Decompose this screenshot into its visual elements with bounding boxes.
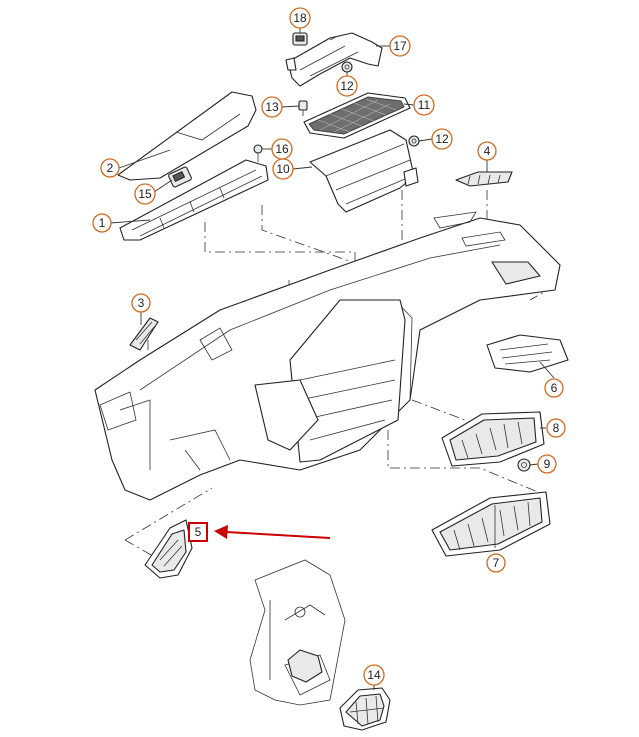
svg-text:5: 5 [195,525,202,539]
svg-text:13: 13 [265,100,279,114]
callout-4: 4 [477,141,497,161]
callout-2: 2 [100,158,120,178]
callout-15: 15 [134,183,156,205]
callout-16: 16 [271,138,293,160]
svg-text:4: 4 [484,144,491,158]
part-18-clip [292,32,308,46]
svg-text:6: 6 [551,381,558,395]
callout-6: 6 [544,378,564,398]
callout-12-right: 12 [431,128,453,150]
svg-text:10: 10 [276,162,290,176]
highlight-arrow [214,525,331,539]
part-9-nut [517,458,531,472]
callout-5-highlighted: 5 [188,522,208,542]
callout-1: 1 [92,213,112,233]
part-13-screw [298,100,308,116]
callout-14: 14 [363,664,385,686]
svg-text:17: 17 [393,39,407,53]
svg-text:11: 11 [418,98,431,112]
callout-10: 10 [272,158,294,180]
svg-text:16: 16 [275,142,289,156]
part-12-nut-top [341,61,353,73]
svg-text:1: 1 [99,216,106,230]
part-2-cover-panel [117,91,257,181]
svg-text:12: 12 [340,79,354,93]
svg-text:14: 14 [367,668,381,682]
svg-text:7: 7 [493,556,500,570]
part-3-side-vent [129,317,159,351]
svg-text:9: 9 [544,457,551,471]
part-10-air-duct [309,129,419,213]
callout-17: 17 [389,35,411,57]
callout-8: 8 [546,418,566,438]
assembly-lines [124,180,556,561]
callout-18: 18 [289,7,311,29]
part-7-large-vent [431,491,551,557]
part-1-trim-strip [119,159,269,241]
part-11-grille [303,92,411,139]
svg-text:12: 12 [435,132,449,146]
leader-lines [109,27,555,690]
part-5-vent [144,519,193,579]
callout-9: 9 [537,454,557,474]
svg-text:18: 18 [293,11,307,25]
svg-text:8: 8 [553,421,560,435]
part-8-center-vent [441,411,545,467]
callout-12-top: 12 [336,75,358,97]
callout-11: 11 [413,94,435,116]
svg-text:3: 3 [138,296,145,310]
callout-13: 13 [261,96,283,118]
svg-text:15: 15 [138,187,152,201]
part-17-bracket [285,32,383,87]
callout-7: 7 [486,553,506,573]
dashboard-main [94,211,561,501]
part-14-vent [339,687,391,731]
svg-text:2: 2 [107,161,114,175]
part-4-vent [455,171,513,187]
part-15-switch [168,166,192,188]
callout-3: 3 [131,293,151,313]
part-6-vent [486,334,569,373]
part-12-nut-right [408,135,420,147]
part-16-screw [253,144,263,162]
inset-dashboard-corner [249,559,346,706]
